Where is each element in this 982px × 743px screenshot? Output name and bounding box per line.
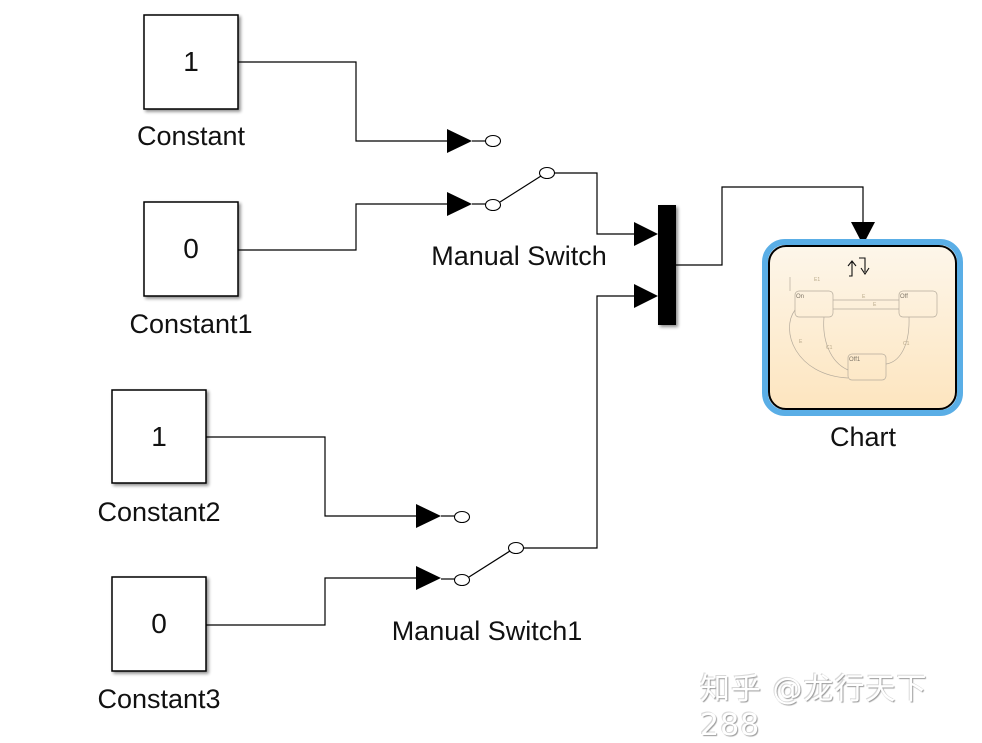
- line-mux-to-chart[interactable]: [676, 186, 864, 266]
- transition-label-e-top: E: [862, 294, 866, 300]
- chart-outer-highlight: [762, 239, 963, 416]
- input-port-arrow-1: [416, 504, 441, 528]
- state-on: [794, 290, 834, 318]
- line-constant3-to-switch1-in2[interactable]: [206, 577, 417, 626]
- line-switch1-to-mux-in2[interactable]: [523, 295, 636, 549]
- mux-bar: [658, 205, 676, 325]
- line-constant1-to-switch-in2[interactable]: [238, 203, 448, 251]
- line-switch-to-mux-in1[interactable]: [554, 172, 636, 235]
- constant1-label[interactable]: Constant1: [129, 309, 252, 339]
- state-off: [898, 290, 938, 318]
- constant-label[interactable]: Constant: [137, 121, 246, 151]
- mux-block[interactable]: [634, 205, 676, 325]
- state-off1: [847, 353, 887, 381]
- transition-off-off1: [885, 316, 910, 365]
- state-label-on: On: [796, 294, 804, 300]
- transition-label-c1-mid: C1: [826, 345, 833, 351]
- manual-switch1-block[interactable]: Manual Switch1: [392, 504, 583, 646]
- switch-output-contact: [538, 166, 556, 180]
- transition-on-off1: [789, 309, 849, 379]
- switch-contact-1: [484, 134, 502, 148]
- stateflow-icon: [847, 257, 870, 277]
- chart-body: [768, 245, 957, 410]
- transition-label-e-left: E: [799, 339, 803, 345]
- switch-contact-1: [453, 510, 471, 524]
- switch-lever: [499, 175, 542, 203]
- manual-switch-block[interactable]: Manual Switch: [431, 129, 607, 271]
- line-constant-to-switch-in1[interactable]: [238, 61, 448, 142]
- watermark: 知乎 @龙行天下288: [700, 672, 928, 743]
- manual-switch1-label[interactable]: Manual Switch1: [392, 616, 583, 646]
- constant-value: 1: [183, 46, 199, 77]
- constant1-value: 0: [183, 233, 199, 264]
- constant3-block[interactable]: 0 Constant3: [97, 576, 221, 714]
- signal-lines: [206, 61, 864, 626]
- constant1-block[interactable]: 0 Constant1: [129, 201, 253, 339]
- input-port-arrow-2: [447, 192, 472, 216]
- transition-label-e-bottom: E: [873, 302, 877, 308]
- mux-input-arrow-1: [634, 222, 658, 246]
- chart-block[interactable]: On Off Off1 E1 E E C1 C1 E Chart: [762, 222, 963, 452]
- chart-preview-labels: On Off Off1 E1 E E C1 C1 E: [796, 277, 910, 363]
- constant3-value: 0: [151, 608, 167, 639]
- constant2-label[interactable]: Constant2: [97, 497, 220, 527]
- chart-label[interactable]: Chart: [830, 422, 897, 452]
- constant3-label[interactable]: Constant3: [97, 684, 220, 714]
- chart-preview: [789, 277, 938, 381]
- input-port-arrow-1: [447, 129, 472, 153]
- constant2-block[interactable]: 1 Constant2: [97, 389, 221, 527]
- chart-input-arrow: [851, 222, 875, 245]
- switch-contact-2: [484, 198, 502, 212]
- manual-switch-label[interactable]: Manual Switch: [431, 241, 607, 271]
- simulink-canvas: 1 Constant 0 Constant1 1 Constant2 0 Con…: [97, 14, 963, 714]
- transition-off1-on: [823, 316, 849, 371]
- transition-label-e1: E1: [814, 277, 820, 283]
- switch-contact-2: [453, 573, 471, 587]
- switch-output-contact: [507, 541, 525, 555]
- constant-block[interactable]: 1 Constant: [137, 14, 246, 151]
- state-label-off: Off: [900, 294, 908, 300]
- line-constant2-to-switch1-in1[interactable]: [206, 436, 417, 517]
- constant2-value: 1: [151, 421, 167, 452]
- mux-input-arrow-2: [634, 284, 658, 308]
- input-port-arrow-2: [416, 566, 441, 590]
- transition-label-c1-right: C1: [903, 341, 910, 347]
- switch-lever: [468, 550, 511, 578]
- state-label-off1: Off1: [849, 357, 861, 363]
